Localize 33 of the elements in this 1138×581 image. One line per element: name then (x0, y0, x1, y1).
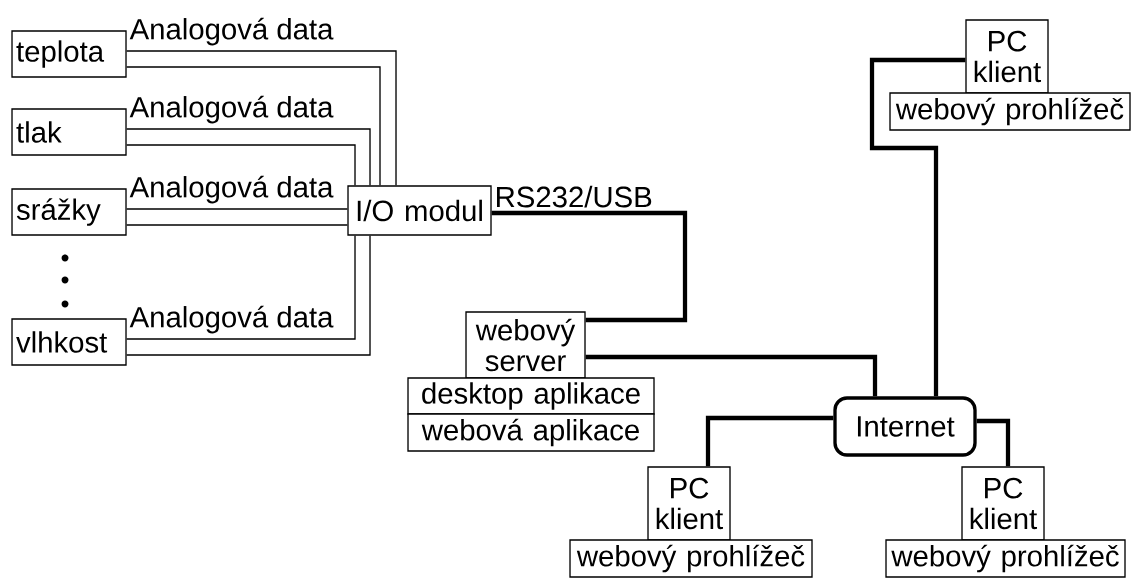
browser-box: webový prohlížeč (569, 539, 813, 578)
connection-line (126, 144, 356, 186)
edge-label: Analogová data (128, 304, 335, 335)
sensor-box: vlhkost (11, 318, 127, 366)
edge-label: Analogová data (128, 174, 335, 205)
browser-box: webový prohlížeč (889, 92, 1131, 131)
sensor-box: srážky (11, 188, 127, 236)
network-box: Internet (833, 396, 977, 457)
edge-label: RS232/USB (493, 184, 655, 209)
connection-line (126, 50, 397, 186)
connection-line (976, 418, 1011, 467)
edge-label: Analogová data (128, 16, 335, 47)
client-box: PC klient (965, 19, 1049, 94)
client-box: PC klient (961, 466, 1045, 541)
connection-line (126, 208, 348, 210)
connection-line (126, 128, 371, 186)
connection-line (585, 354, 878, 397)
sensor-box: teplota (11, 30, 127, 78)
edge-label: Analogová data (128, 94, 335, 125)
connection-line (126, 235, 371, 356)
server-box: webový server (465, 311, 586, 379)
application-box: desktop aplikace (407, 377, 655, 415)
connection-line (491, 210, 688, 323)
application-box: webová aplikace (407, 413, 655, 452)
connection-line (869, 57, 966, 397)
client-box: PC klient (647, 466, 731, 541)
connection-line (126, 224, 348, 226)
connection-line (126, 66, 381, 186)
sensor-box: tlak (11, 108, 127, 156)
browser-box: webový prohlížeč (885, 539, 1126, 578)
connection-line (126, 235, 356, 340)
connection-line (705, 415, 834, 467)
module-box: I/O modul (347, 185, 492, 236)
